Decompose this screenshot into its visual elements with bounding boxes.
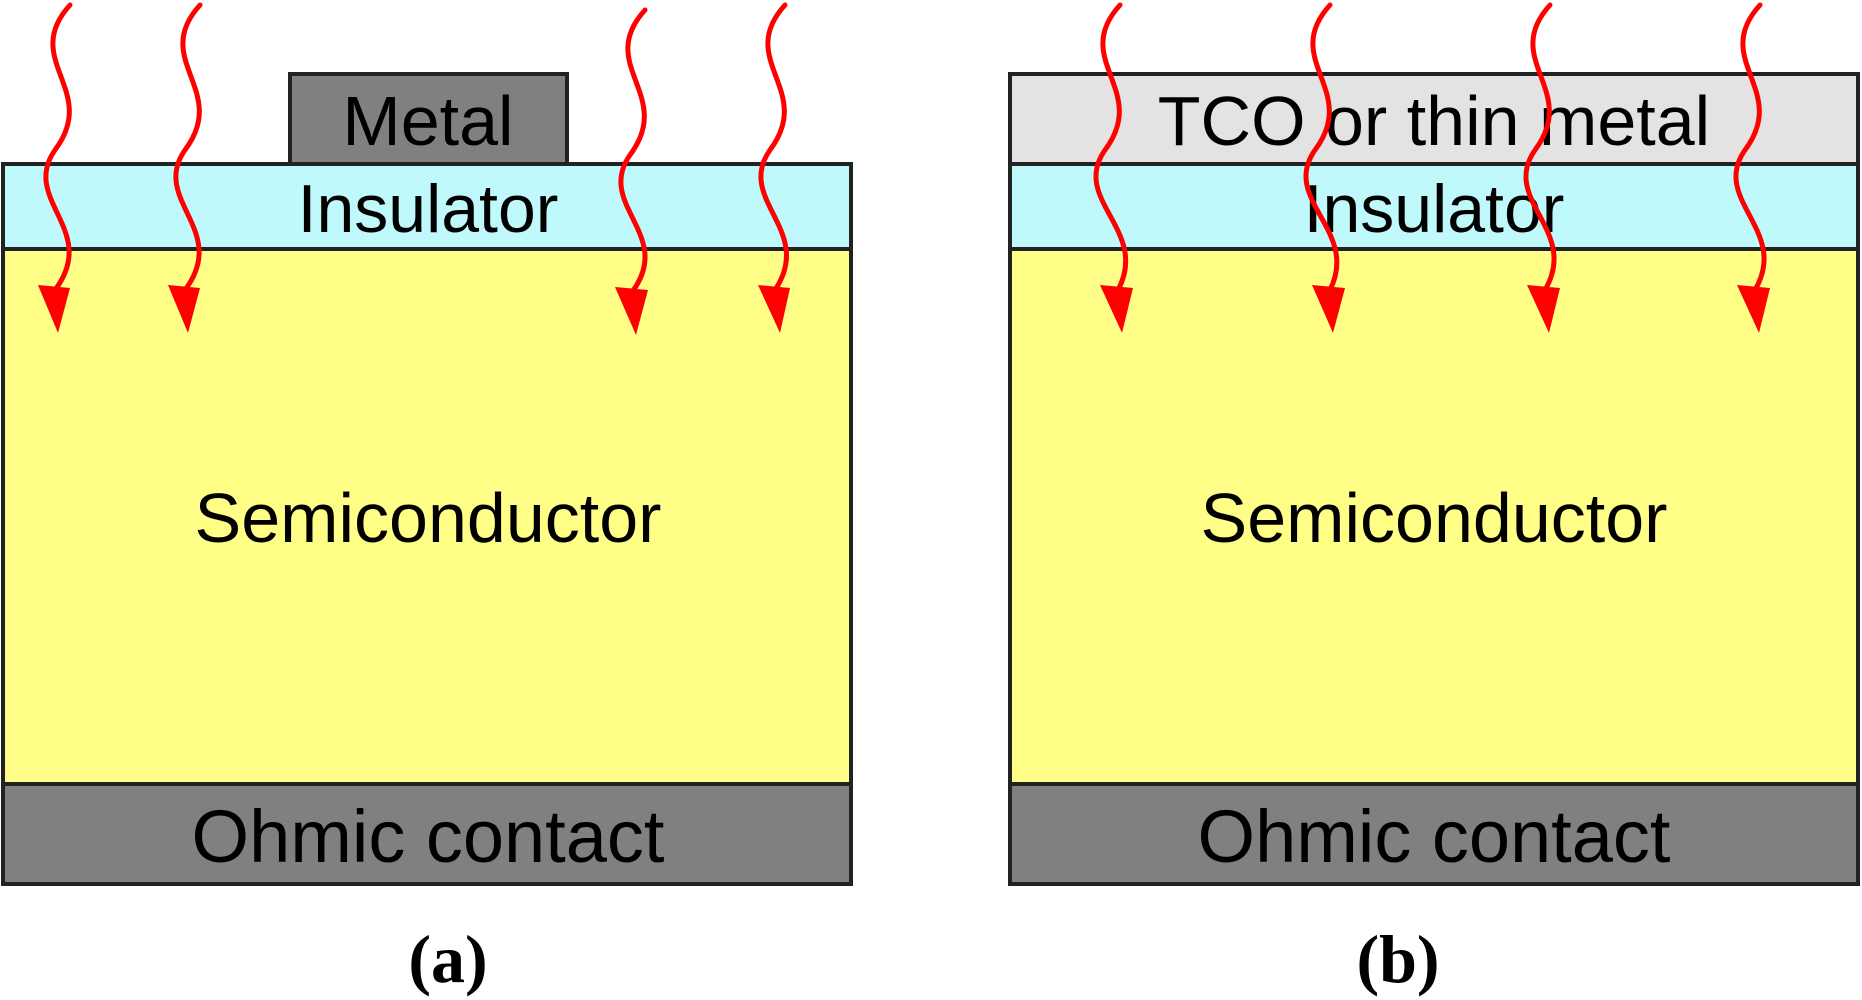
panel-a: Metal Insulator Semiconductor Ohmic cont… xyxy=(1,2,853,997)
panel-b: TCO or thin metal Insulator Semiconducto… xyxy=(1008,2,1860,997)
panel-b-insulator-layer xyxy=(1008,162,1860,251)
panel-b-light-arrow-2 xyxy=(1303,2,1345,333)
panel-a-insulator-label: Insulator xyxy=(298,171,559,247)
panel-a-metal-label: Metal xyxy=(342,82,513,160)
panel-b-semiconductor-layer xyxy=(1008,247,1860,786)
panel-a-light-arrow-2 xyxy=(168,2,203,333)
panel-b-tco-label: TCO or thin metal xyxy=(1158,82,1710,160)
panel-a-caption: (a) xyxy=(408,921,487,997)
panel-b-ohmic-contact-label: Ohmic contact xyxy=(1198,795,1671,878)
panel-b-tco-layer xyxy=(1008,72,1860,166)
panel-a-light-arrow-4 xyxy=(758,2,790,333)
panel-b-semiconductor-label: Semiconductor xyxy=(1201,479,1668,557)
panel-b-light-arrow-3 xyxy=(1523,2,1560,333)
panel-a-semiconductor-layer xyxy=(1,247,853,786)
panel-b-caption: (b) xyxy=(1356,921,1439,997)
panel-a-ohmic-contact-label: Ohmic contact xyxy=(192,795,665,878)
panel-a-metal-layer xyxy=(288,72,569,166)
panel-b-ohmic-contact-layer xyxy=(1008,782,1860,886)
panel-a-insulator-layer xyxy=(1,162,853,251)
panel-b-incident-light xyxy=(1093,2,1770,333)
panel-a-semiconductor-label: Semiconductor xyxy=(195,479,662,557)
panel-a-light-arrow-1 xyxy=(38,2,73,333)
panel-b-light-arrow-1 xyxy=(1093,2,1133,333)
panel-a-light-arrow-3 xyxy=(615,7,648,335)
panel-a-incident-light xyxy=(38,2,790,335)
panel-b-insulator-label: Insulator xyxy=(1304,171,1565,247)
panel-b-light-arrow-4 xyxy=(1733,2,1770,333)
panel-a-ohmic-contact-layer xyxy=(1,782,853,886)
